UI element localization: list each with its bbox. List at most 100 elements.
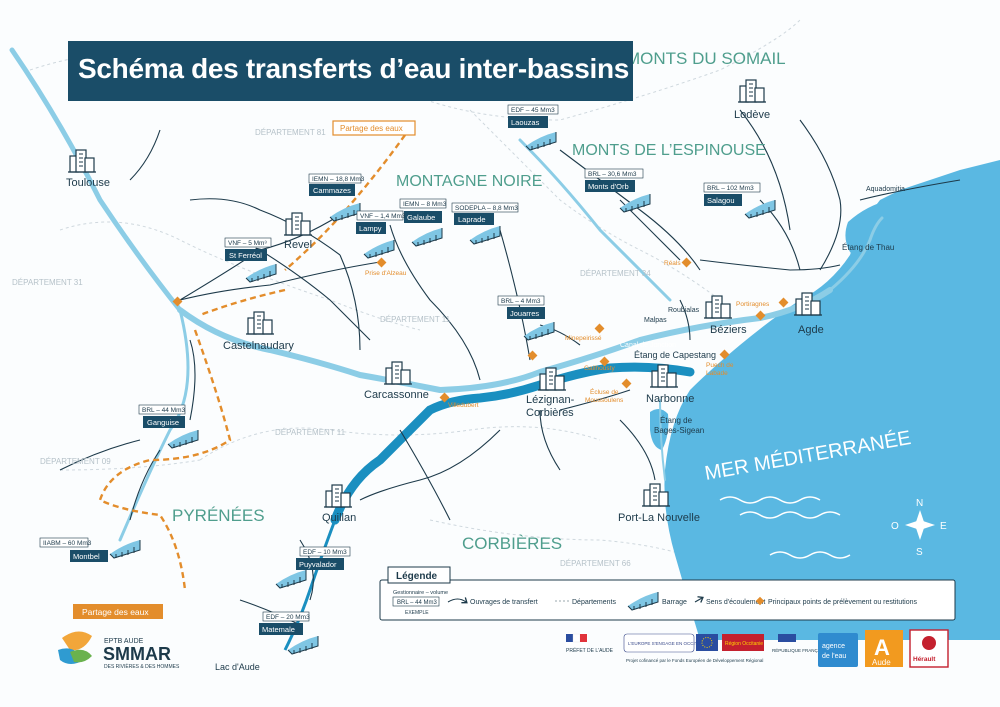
smmar-logo: EPTB AUDE SMMAR DES RIVIÈRES & DES HOMME… [58, 631, 180, 670]
mediterranean-sea [664, 160, 1000, 640]
dam-stferreol[interactable]: VNF – 5 Mm³ St Ferréol [224, 237, 277, 283]
point-moussoulens1: Écluse de [590, 387, 619, 396]
svg-text:St Ferréol: St Ferréol [229, 251, 262, 260]
label-capestang: Étang de Capestang [634, 350, 716, 360]
city-toulouse[interactable]: Toulouse [66, 149, 110, 189]
svg-text:SODEPLA – 8,8 Mm3: SODEPLA – 8,8 Mm3 [455, 205, 518, 212]
city-lodeve[interactable]: Lodève [734, 79, 770, 121]
funders: PRÉFET DE L'AUDE L'EUROPE S'ENGAGE EN OC… [566, 629, 949, 668]
svg-text:BRL – 102 Mm3: BRL – 102 Mm3 [707, 185, 754, 192]
svg-text:BRL – 4 Mm3: BRL – 4 Mm3 [501, 298, 541, 305]
svg-text:IIABM – 60 Mm3: IIABM – 60 Mm3 [43, 540, 92, 547]
svg-text:Hérault: Hérault [913, 656, 936, 663]
svg-text:Béziers: Béziers [710, 324, 747, 336]
dam-lampy[interactable]: VNF – 1,4 Mm3 Lampy [356, 210, 406, 259]
svg-text:Lodève: Lodève [734, 109, 770, 121]
dam-cammazes[interactable]: IEMN – 18,8 Mm3 Cammazes [308, 173, 365, 222]
point-moussoulens2: Moussoulens [585, 397, 624, 404]
point-portiragnes: Portiragnes [736, 301, 770, 308]
svg-text:Principaux points de prélèveme: Principaux points de prélèvement ou rest… [768, 599, 918, 606]
label-lac-aude: Lac d'Aude [215, 662, 260, 672]
point-puech1: Puech de [706, 362, 734, 369]
svg-text:EDF – 20 Mm3: EDF – 20 Mm3 [266, 614, 310, 621]
svg-text:Laouzas: Laouzas [511, 118, 540, 127]
svg-text:L'EUROPE S'ENGAGE EN OCCITANIE: L'EUROPE S'ENGAGE EN OCCITANIE [628, 641, 708, 646]
dept-11a: DÉPARTEMENT 11 [380, 315, 451, 324]
svg-text:Salagou: Salagou [707, 196, 735, 205]
city-quillan[interactable]: Quillan [322, 484, 356, 524]
page-title: Schéma des transferts d’eau inter-bassin… [78, 53, 630, 84]
dam-galaube[interactable]: IEMN – 8 Mm3 Galaube [399, 198, 447, 247]
city-lezignan[interactable]: Lézignan- Corbières [526, 367, 575, 419]
partage-lines [98, 134, 406, 591]
legend: Légende Gestionnaire – volume BRL – 44 M… [379, 566, 956, 621]
svg-text:BRL – 44 Mm3: BRL – 44 Mm3 [397, 600, 437, 606]
svg-text:IEMN – 8 Mm3: IEMN – 8 Mm3 [403, 201, 447, 208]
label-canal-jonction: Canal de Jonction [620, 342, 676, 349]
svg-text:Galaube: Galaube [407, 213, 435, 222]
label-bages2: Bages-Sigean [654, 426, 704, 435]
region-montagne-noire: MONTAGNE NOIRE [396, 173, 542, 190]
dam-laouzas[interactable]: EDF – 45 Mm3 Laouzas [507, 104, 559, 151]
dam-jouarres[interactable]: BRL – 4 Mm3 Jouarres [497, 295, 555, 341]
city-revel[interactable]: Revel [283, 212, 313, 251]
logo-prefet: PRÉFET DE L'AUDE [566, 633, 614, 654]
svg-text:S: S [916, 547, 923, 558]
city-narbonne[interactable]: Narbonne [646, 364, 694, 405]
dept-81: DÉPARTEMENT 81 [255, 128, 326, 137]
point-reals: Réals [664, 260, 681, 267]
dam-montsdorb[interactable]: BRL – 30,6 Mm3 Monts d'Orb [584, 168, 651, 213]
city-beziers[interactable]: Béziers [703, 295, 747, 336]
logo-herault: Hérault [909, 629, 949, 668]
svg-text:Cammazes: Cammazes [313, 186, 351, 195]
dam-ganguise[interactable]: BRL – 44 Mm3 Ganguise [138, 404, 199, 449]
svg-text:Jouarres: Jouarres [510, 309, 539, 318]
logo-aude: A Aude [865, 630, 903, 667]
city-carcassonne[interactable]: Carcassonne [364, 361, 429, 401]
svg-text:Narbonne: Narbonne [646, 393, 694, 405]
svg-text:Lampy: Lampy [359, 224, 382, 233]
svg-text:Départements: Départements [572, 599, 616, 606]
dam-montbel[interactable]: IIABM – 60 Mm3 Montbel [39, 537, 141, 562]
city-agde[interactable]: Agde [793, 292, 824, 336]
svg-text:Montbel: Montbel [73, 552, 100, 561]
point-minepeirisse: Minepeirissé [565, 335, 602, 342]
label-malpas: Malpas [644, 317, 667, 324]
label-bages1: Étang de [660, 416, 693, 425]
point-gailhousty: Gailhousty [584, 365, 615, 372]
svg-text:Projet cofinancé par le Fonds: Projet cofinancé par le Fonds Européen d… [626, 658, 763, 663]
svg-text:BRL – 44 Mm3: BRL – 44 Mm3 [142, 407, 185, 414]
partage-bottom-box: Partage des eaux [73, 604, 163, 619]
aude-river [330, 362, 695, 525]
logo-agence-eau: agence de l'eau [818, 633, 858, 667]
svg-text:Ganguise: Ganguise [147, 418, 179, 427]
logo-republique: RÉPUBLIQUE FRANÇAISE [772, 634, 828, 653]
dam-laprade[interactable]: SODEPLA – 8,8 Mm3 Laprade [451, 202, 519, 245]
legend-title: Légende [396, 571, 438, 582]
svg-text:Port-La Nouvelle: Port-La Nouvelle [618, 512, 700, 524]
city-port-la-nouvelle[interactable]: Port-La Nouvelle [618, 483, 700, 524]
svg-text:DES RIVIÈRES & DES HOMMES: DES RIVIÈRES & DES HOMMES [104, 663, 180, 670]
dept-66: DÉPARTEMENT 66 [560, 559, 631, 568]
svg-text:VNF – 1,4 Mm3: VNF – 1,4 Mm3 [360, 213, 406, 220]
svg-text:Carcassonne: Carcassonne [364, 389, 429, 401]
svg-text:Agde: Agde [798, 324, 824, 336]
svg-text:Laprade: Laprade [458, 215, 486, 224]
svg-text:EDF – 45 Mm3: EDF – 45 Mm3 [511, 107, 555, 114]
svg-text:A: A [874, 635, 890, 660]
svg-text:agence: agence [822, 643, 845, 650]
dam-matemale[interactable]: EDF – 20 Mm3 Matemale [259, 611, 319, 655]
point-prise-alzeau: Prise d'Alzeau [365, 270, 407, 277]
svg-text:RÉPUBLIQUE FRANÇAISE: RÉPUBLIQUE FRANÇAISE [772, 647, 828, 653]
svg-text:IEMN – 18,8 Mm3: IEMN – 18,8 Mm3 [312, 176, 365, 183]
svg-text:N: N [916, 498, 923, 509]
region-pyrenees: PYRÉNÉES [172, 506, 265, 525]
dept-34: DÉPARTEMENT 34 [580, 269, 651, 278]
label-aquadomitia: Aquadomitia [866, 186, 905, 193]
svg-text:Monts d'Orb: Monts d'Orb [588, 182, 629, 191]
city-castelnaudary[interactable]: Castelnaudary [223, 311, 294, 352]
dam-puyvalador[interactable]: EDF – 10 Mm3 Puyvalador [275, 546, 351, 589]
label-roubialas: Roubialas [668, 307, 700, 314]
region-espinouse: MONTS DE L’ESPINOUSE [572, 142, 766, 159]
dam-salagou[interactable]: BRL – 102 Mm3 Salagou [703, 182, 776, 219]
